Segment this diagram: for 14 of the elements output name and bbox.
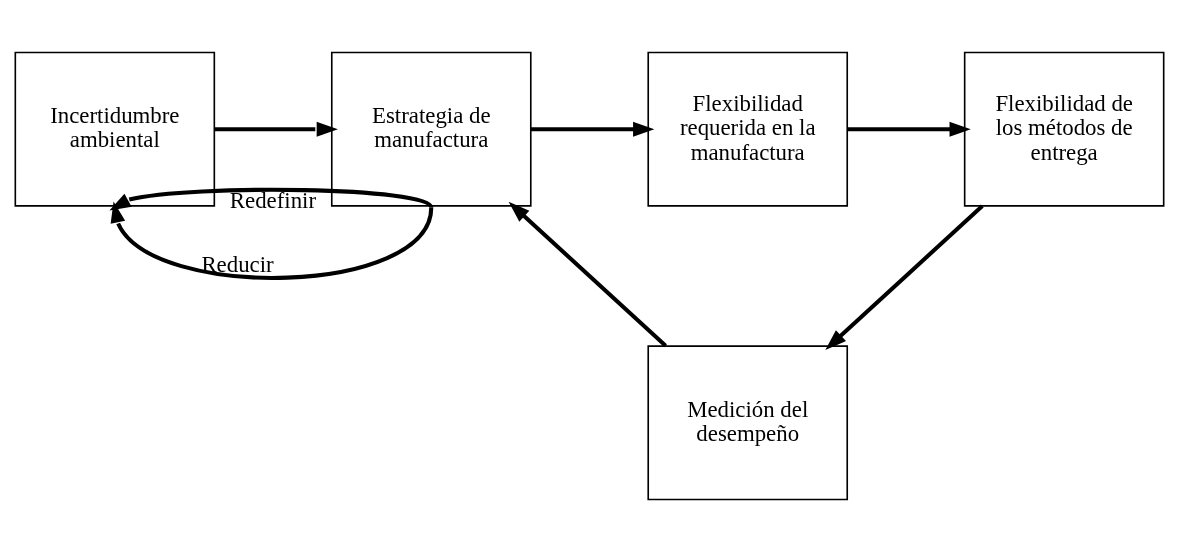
arrow — [530, 121, 655, 137]
edge-label: Reducir — [201, 251, 274, 277]
arrow — [508, 201, 667, 348]
arrow — [110, 201, 434, 280]
edge-label: Redefinir — [229, 188, 317, 214]
arrow — [109, 187, 433, 211]
arrow — [847, 121, 971, 137]
node-box: Medición del desempeño — [647, 345, 849, 501]
node-box: Flexibilidad de los métodos de entrega — [963, 51, 1165, 207]
node-box: Estrategia de manufactura — [330, 51, 532, 207]
node-box: Flexibilidad requerida en la manufactura — [647, 51, 849, 207]
arrow — [825, 204, 984, 350]
arrow — [214, 121, 338, 137]
node-box: Incertidumbre ambiental — [14, 51, 216, 207]
